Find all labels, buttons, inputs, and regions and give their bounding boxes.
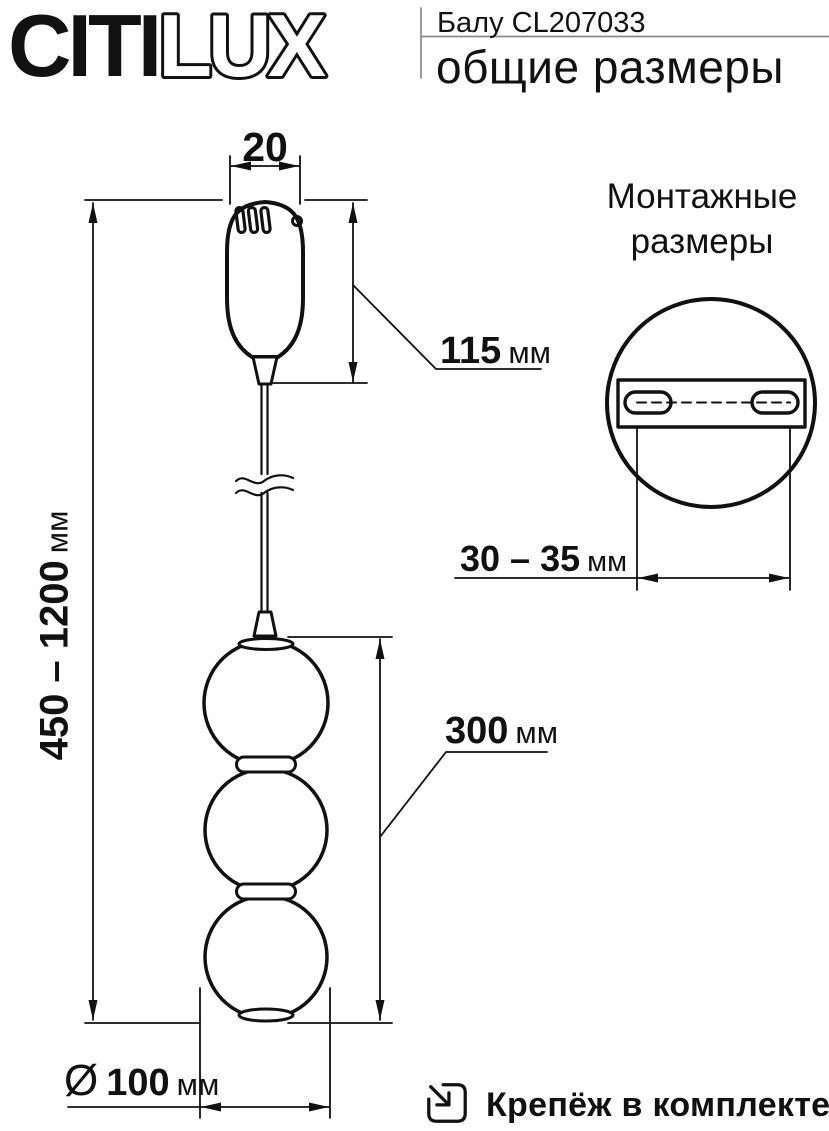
dimension-lines (67, 155, 791, 1119)
sphere-top-cap (237, 637, 295, 651)
dim-hole-spacing-unit: мм (587, 546, 627, 578)
dim-canopy-width-label: 20 (205, 124, 325, 171)
mounting-slot-left (623, 390, 673, 415)
mounting-detail-circle (605, 297, 817, 509)
cable-break-mark (234, 486, 295, 497)
sphere-top (202, 639, 330, 767)
logo-part-solid: CITI (8, 2, 158, 95)
dim-suspension-range-value: 450 – 1200 (32, 560, 77, 761)
logo-part-outline: LUX (158, 2, 325, 95)
lamp-spheres (202, 610, 330, 1023)
suspension-cable (234, 382, 295, 615)
dim-body-height-value: 300 (445, 710, 509, 752)
dimension-arrows (88, 161, 789, 1112)
dim-suspension-range-label: 450 – 1200 мм (33, 476, 78, 796)
dim-hole-spacing-value: 30 – 35 (460, 538, 581, 579)
svg-text:CITILUX: CITILUX (8, 2, 326, 95)
canopy-vent-slots (234, 205, 272, 235)
dim-canopy-width-value: 20 (242, 124, 288, 170)
dim-shade-diameter-value: 100 (106, 1062, 170, 1104)
dim-canopy-height-unit: мм (508, 335, 551, 370)
hardware-included-icon (427, 1083, 467, 1123)
mounting-detail (605, 297, 817, 509)
sphere-middle (203, 767, 329, 893)
dim-suspension-range-unit: мм (39, 510, 75, 554)
mounting-title-line1: Монтажные (606, 177, 798, 216)
canopy-outline (225, 200, 305, 386)
sphere-holder-cone (252, 610, 278, 638)
canopy-screw-hole (291, 215, 303, 227)
hardware-included-note: Крепёж в комплекте (486, 1086, 829, 1124)
mounting-title-line2: размеры (630, 221, 774, 261)
sphere-bottom-cap (237, 1007, 295, 1023)
sheet-subtitle: общие размеры (436, 41, 784, 93)
sphere-connector-ring (235, 882, 297, 901)
sphere-bottom (203, 894, 329, 1020)
citilux-logo: CITILUX (8, 2, 333, 98)
dim-body-height-unit: мм (515, 715, 559, 750)
dim-canopy-height-value: 115 (440, 330, 502, 372)
diameter-symbol: Ø (64, 1056, 99, 1105)
cable-break-mark (234, 474, 295, 485)
mounting-section-title: Монтажные размеры (577, 175, 827, 265)
model-name: Балу CL207033 (437, 7, 646, 39)
sphere-connector-ring (235, 755, 297, 774)
dim-shade-diameter-unit: мм (176, 1067, 220, 1102)
header-divider-lines (420, 7, 829, 79)
